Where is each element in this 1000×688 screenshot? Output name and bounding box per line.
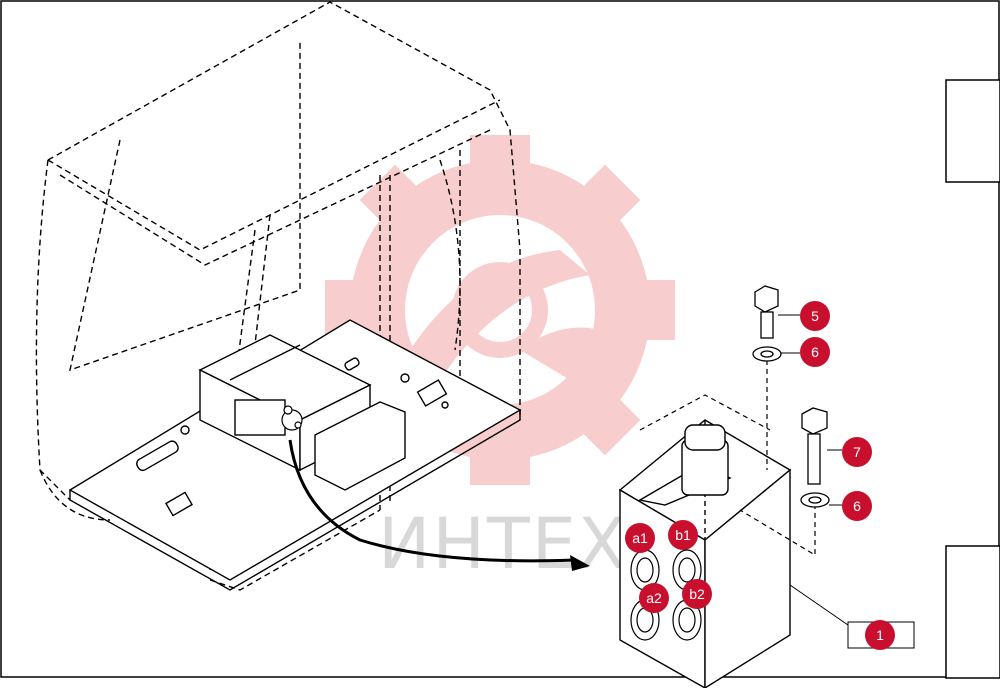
edge-tab-top [945, 79, 1000, 183]
watermark-text: ИНТЕХ [378, 503, 628, 585]
valve-mount-icon [281, 405, 303, 431]
callout-a1: a1 [625, 523, 655, 553]
svg-text:6: 6 [811, 344, 819, 360]
bolt-7 [800, 407, 830, 508]
callout-6-bottom: 6 [842, 491, 872, 521]
callout-7: 7 [842, 437, 872, 467]
console-box [198, 334, 406, 491]
valve-block [618, 419, 792, 688]
callout-6-top: 6 [800, 337, 830, 367]
callout-b1: b1 [668, 520, 698, 550]
svg-text:7: 7 [853, 444, 861, 460]
leader-lines [778, 314, 915, 649]
svg-text:b2: b2 [689, 586, 705, 602]
detail-arrow-head [570, 555, 590, 571]
detail-arrow [288, 439, 576, 563]
svg-text:6: 6 [853, 498, 861, 514]
assembly-lines [639, 360, 816, 557]
edge-tab-bottom [945, 545, 1000, 679]
svg-text:a1: a1 [632, 530, 648, 546]
callout-a2: a2 [639, 583, 669, 613]
callout-1: 1 [865, 620, 895, 650]
svg-text:5: 5 [811, 308, 819, 324]
callout-5: 5 [800, 301, 830, 331]
svg-text:a2: a2 [646, 590, 662, 606]
callout-b2: b2 [682, 579, 712, 609]
svg-text:b1: b1 [675, 527, 691, 543]
bolt-5 [752, 285, 782, 362]
svg-text:1: 1 [876, 627, 884, 643]
